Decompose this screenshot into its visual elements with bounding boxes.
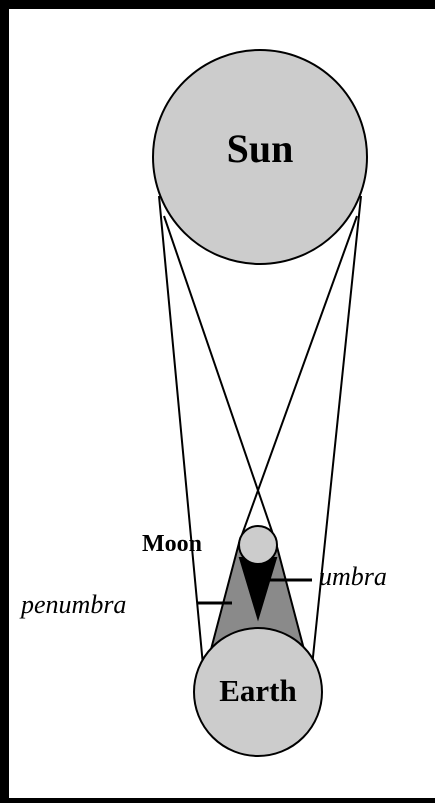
moon-label: Moon (142, 531, 202, 557)
umbra-label: umbra (319, 562, 387, 591)
moon-disk (239, 526, 277, 564)
earth-label: Earth (219, 673, 297, 708)
sun-label: Sun (227, 126, 294, 171)
penumbra-label: penumbra (19, 590, 126, 619)
